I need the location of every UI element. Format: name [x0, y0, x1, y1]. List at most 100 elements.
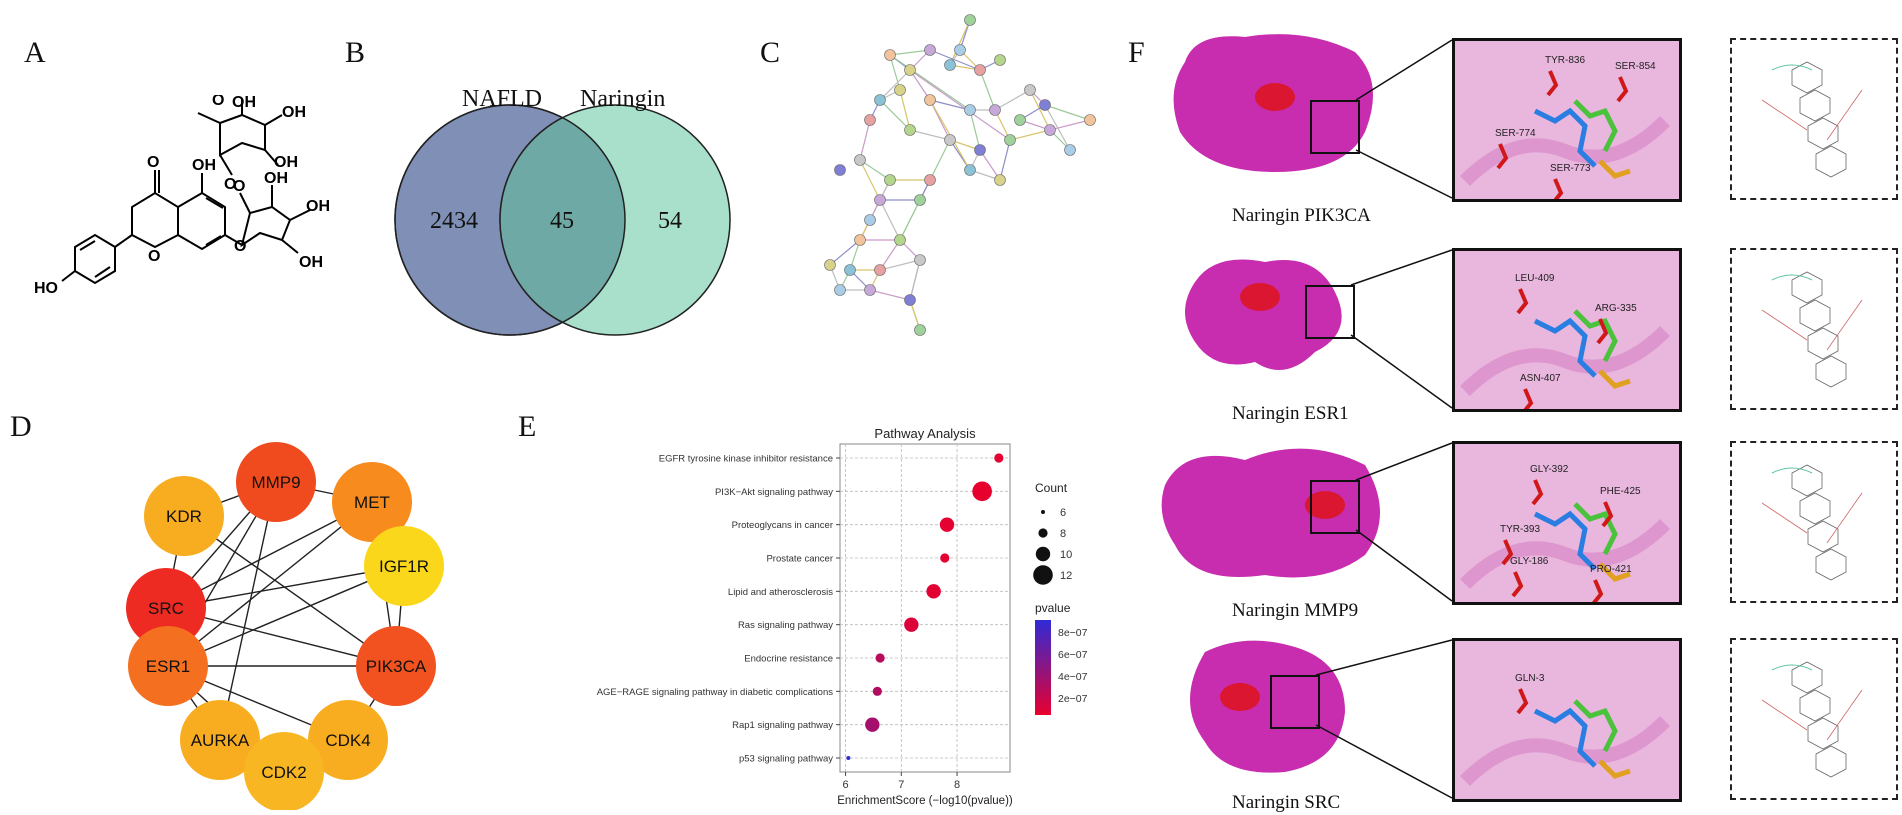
- residue-label: TYR-836: [1545, 55, 1585, 66]
- string-node: [1064, 144, 1076, 156]
- venn-label-naringin: Naringin: [580, 86, 665, 112]
- pathway-label: AGE−RAGE signaling pathway in diabetic c…: [597, 687, 834, 698]
- string-node: [974, 64, 986, 76]
- string-node: [864, 114, 876, 126]
- atom-o-link: O: [233, 178, 245, 195]
- string-edge: [899, 199, 921, 241]
- ppi-node-cdk4: [308, 700, 388, 780]
- residue-label: SER-854: [1615, 61, 1656, 72]
- string-edge: [859, 159, 891, 181]
- naringin-structure: O OH OH OH O OH O O OH OH OH O O HO: [34, 95, 330, 297]
- string-edge: [929, 139, 951, 181]
- residue-label: SER-773: [1550, 163, 1591, 174]
- string-edge: [879, 199, 901, 241]
- string-node: [944, 134, 956, 146]
- residue-label: GLY-186: [1510, 556, 1549, 567]
- string-node: [914, 194, 926, 206]
- legend-count-label: 10: [1060, 549, 1072, 561]
- protein-surface: [1190, 640, 1345, 773]
- docking-caption: Naringin MMP9: [1232, 600, 1359, 621]
- x-tick-label: 7: [898, 779, 904, 791]
- binding-site-box: [1310, 480, 1360, 534]
- atom-oh-sugar2b: OH: [282, 104, 306, 121]
- legend-pvalue-label: 4e−07: [1058, 671, 1088, 683]
- pathway-point: [872, 686, 882, 696]
- atom-o-glycoside: O: [234, 238, 246, 255]
- residue-label: LEU-409: [1515, 273, 1555, 284]
- string-node: [1084, 114, 1096, 126]
- residue-label: SER-774: [1495, 128, 1536, 139]
- residue-label: ASN-407: [1520, 373, 1561, 384]
- string-node: [864, 284, 876, 296]
- string-network: [824, 14, 1096, 336]
- string-edge: [1044, 104, 1091, 121]
- string-node: [854, 154, 866, 166]
- string-node: [894, 84, 906, 96]
- string-node: [874, 94, 886, 106]
- string-node: [1024, 84, 1036, 96]
- string-node: [944, 59, 956, 71]
- string-edge: [999, 139, 1011, 181]
- pathway-point: [865, 717, 880, 732]
- x-axis-label: EnrichmentScore (−log10(pvalue)): [837, 795, 1013, 807]
- string-node: [964, 104, 976, 116]
- ppi-node-label: IGF1R: [379, 557, 429, 576]
- string-edge: [909, 69, 931, 101]
- string-edge: [1009, 129, 1051, 141]
- ppi-edge: [165, 565, 405, 609]
- legend-count-label: 6: [1060, 507, 1066, 519]
- string-node: [904, 294, 916, 306]
- legend-count-label: 12: [1060, 570, 1072, 582]
- binding-site-zoom: GLN-3: [1452, 638, 1682, 802]
- ppi-node-label: KDR: [166, 507, 202, 526]
- legend-pvalue-colorbar: [1035, 620, 1051, 715]
- string-node: [1004, 134, 1016, 146]
- pathway-label: Rap1 signaling pathway: [732, 720, 833, 731]
- legend-count-dot: [1033, 565, 1053, 585]
- string-edge: [909, 259, 921, 301]
- ppi-node-label: SRC: [148, 599, 184, 618]
- string-node: [914, 324, 926, 336]
- residue-label: ARG-335: [1595, 303, 1637, 314]
- residue-label: GLN-3: [1515, 673, 1545, 684]
- ppi-edge: [219, 481, 277, 741]
- binding-site-box: [1310, 100, 1360, 154]
- string-node: [924, 44, 936, 56]
- pathway-point: [904, 617, 919, 632]
- legend-pvalue-label: 8e−07: [1058, 627, 1088, 639]
- atom-oh-sugar1b: OH: [306, 198, 330, 215]
- pathway-point: [846, 756, 851, 760]
- string-node: [874, 264, 886, 276]
- panel-label-d: D: [10, 410, 32, 443]
- string-node: [924, 174, 936, 186]
- string-edge: [879, 259, 921, 271]
- string-edge: [979, 69, 996, 111]
- string-edge: [949, 19, 971, 66]
- docking-caption: Naringin PIK3CA: [1232, 205, 1371, 226]
- string-node: [884, 49, 896, 61]
- legend-pvalue-label: 2e−07: [1058, 693, 1088, 705]
- string-node: [904, 64, 916, 76]
- pathway-point: [926, 584, 941, 599]
- string-edge: [829, 239, 861, 266]
- string-node: [994, 54, 1006, 66]
- string-edge: [909, 69, 1011, 141]
- venn-count-nafld-only: 2434: [430, 208, 478, 234]
- legend-count-title: Count: [1035, 481, 1068, 495]
- string-edge: [1049, 119, 1091, 131]
- string-node: [989, 104, 1001, 116]
- legend-count-dot: [1035, 546, 1051, 562]
- ppi-node-pik3ca: [356, 626, 436, 706]
- string-edge: [994, 89, 1031, 111]
- ppi-edge: [167, 565, 405, 667]
- ppi-node-src: [126, 568, 206, 648]
- string-node: [964, 14, 976, 26]
- string-edge: [859, 119, 871, 161]
- panel-label-f: F: [1128, 36, 1145, 69]
- interaction-2d-diagram: [1730, 441, 1898, 603]
- string-node: [1044, 124, 1056, 136]
- atom-o-ketone: O: [147, 154, 159, 171]
- residue-label: PHE-425: [1600, 486, 1641, 497]
